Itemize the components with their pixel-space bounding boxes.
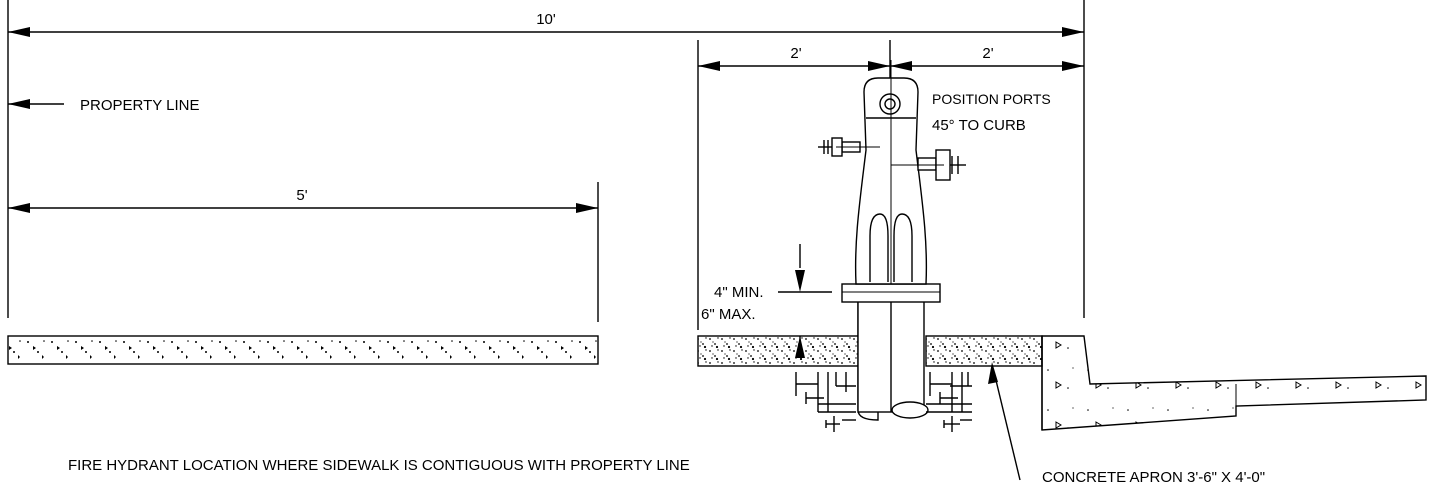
property-line-label: PROPERTY LINE xyxy=(80,97,200,114)
flange-min-label: 4" MIN. xyxy=(714,284,764,301)
concrete-apron xyxy=(697,335,1043,367)
thrust-anchors xyxy=(795,372,972,432)
flange-height-callout: 4" MIN. 6" MAX. xyxy=(701,244,832,358)
apron-left-dimension-label: 2' xyxy=(790,45,801,62)
flange-max-label: 6" MAX. xyxy=(701,306,756,323)
sidewalk-dimension: 5' xyxy=(8,182,599,322)
concrete-apron-leader: CONCRETE APRON 3'-6" X 4'-0" xyxy=(988,362,1265,486)
sidewalk-dimension-label: 5' xyxy=(296,187,307,204)
overall-dimension-label: 10' xyxy=(536,11,556,28)
apron-right-dimension-label: 2' xyxy=(982,45,993,62)
position-ports-line1: POSITION PORTS xyxy=(932,91,1051,107)
concrete-apron-label: CONCRETE APRON 3'-6" X 4'-0" xyxy=(1042,469,1265,486)
position-ports-note: POSITION PORTS 45° TO CURB xyxy=(932,91,1051,134)
drawing-caption: FIRE HYDRANT LOCATION WHERE SIDEWALK IS … xyxy=(68,457,690,474)
sidewalk-slab xyxy=(7,335,599,365)
position-ports-line2: 45° TO CURB xyxy=(932,117,1026,134)
overall-dimension: 10' xyxy=(7,0,1085,318)
curb-and-gutter xyxy=(1041,335,1427,431)
fire-hydrant xyxy=(818,60,966,421)
apron-dimensions: 2' 2' xyxy=(697,40,1084,330)
property-line-callout: PROPERTY LINE xyxy=(8,97,200,114)
